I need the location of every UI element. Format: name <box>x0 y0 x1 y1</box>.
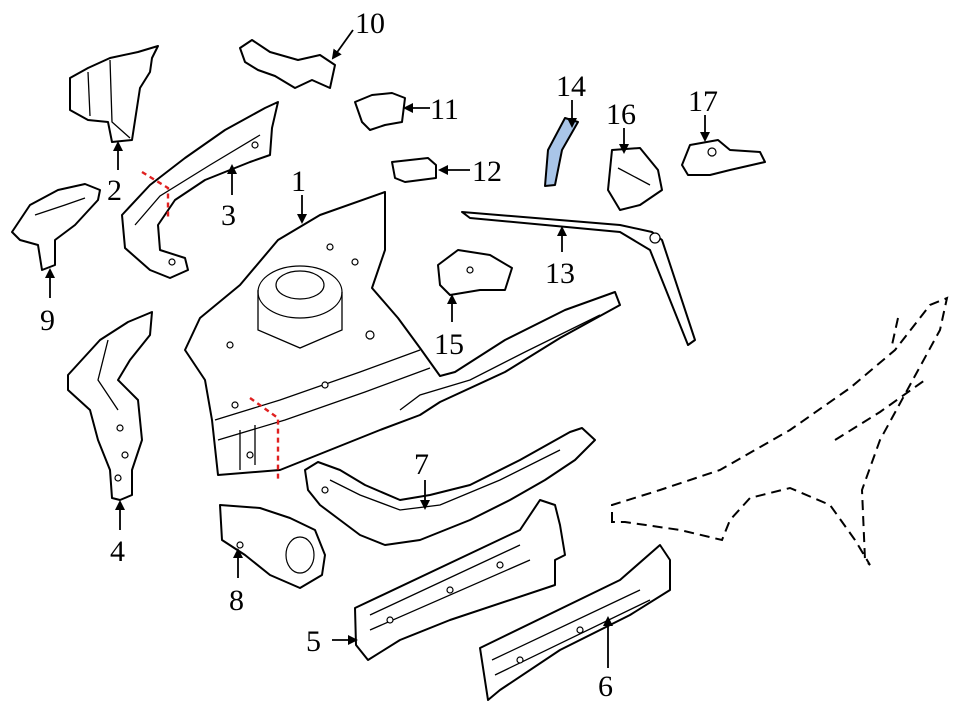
callout-labels: 1 2 3 4 5 6 7 8 9 10 11 12 13 14 15 16 1… <box>40 7 718 703</box>
callout-2: 2 <box>107 174 122 207</box>
part-14-highlighted-bracket <box>544 117 579 187</box>
part-8-end-piece <box>219 504 326 589</box>
callout-13: 13 <box>545 257 575 290</box>
callout-4: 4 <box>110 535 125 568</box>
part-13-strut-brace <box>461 211 696 346</box>
fender-outline <box>611 296 949 566</box>
callout-14: 14 <box>556 70 586 103</box>
part-4-pillar <box>67 311 153 501</box>
part-10-bracket <box>239 39 336 89</box>
callout-1: 1 <box>291 165 306 198</box>
callout-15: 15 <box>434 328 464 361</box>
callout-9: 9 <box>40 304 55 337</box>
part-17-mount <box>681 139 766 176</box>
leader-arrows <box>45 29 710 668</box>
part-6-inner-rail <box>479 544 671 701</box>
part-5-lower-rail <box>354 499 566 661</box>
callout-11: 11 <box>430 93 459 126</box>
part-3-upper-rail <box>121 101 279 279</box>
part-1-apron-assembly <box>184 191 621 476</box>
callout-10: 10 <box>355 7 385 40</box>
callout-5: 5 <box>306 625 321 658</box>
part-2-bracket <box>69 45 159 143</box>
callout-3: 3 <box>221 199 236 232</box>
callout-7: 7 <box>414 448 429 481</box>
callout-17: 17 <box>688 85 718 118</box>
part-7-member <box>304 427 596 546</box>
callout-12: 12 <box>472 155 502 188</box>
part-15-bracket <box>437 249 513 296</box>
callout-6: 6 <box>598 670 613 703</box>
part-12-clip <box>391 157 437 183</box>
callout-8: 8 <box>229 584 244 617</box>
callout-16: 16 <box>606 98 636 131</box>
part-9-bracket <box>11 183 101 271</box>
part-11-clip <box>354 92 406 131</box>
cut-lines <box>141 170 280 480</box>
part-16-mount <box>607 147 663 211</box>
